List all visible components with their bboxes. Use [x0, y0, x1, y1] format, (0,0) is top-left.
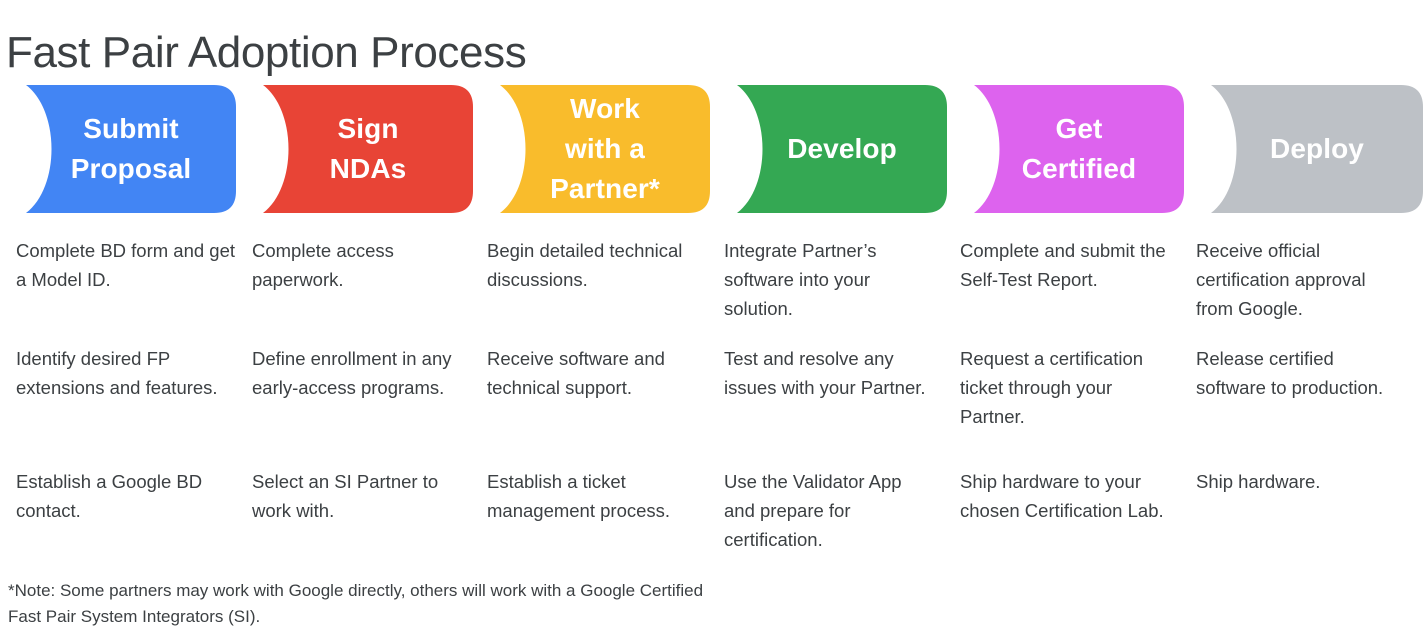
stage-banner-row: Submit Proposal Sign NDAs Work with a Part… [0, 85, 1423, 213]
stage-banner-sign-ndas[interactable]: Sign NDAs [237, 85, 473, 213]
stage-banner-shape-deploy [1185, 85, 1423, 213]
stage-banner-get-certified[interactable]: Get Certified [948, 85, 1184, 213]
detail-item-work-with-a-partner-3: Establish a ticket management process. [487, 471, 671, 521]
detail-item-sign-ndas-1: Complete access paperwork. [252, 240, 394, 290]
detail-item-submit-proposal-2: Identify desired FP extensions and featu… [16, 348, 218, 398]
stage-banner-shape-submit-proposal [0, 85, 236, 213]
detail-item-get-certified-2: Request a certification ticket through y… [960, 348, 1144, 427]
stage-banner-label-deploy: Deploy [1270, 133, 1364, 164]
detail-item-develop-1: Integrate Partner’s software into your s… [724, 240, 877, 319]
stage-banner-shape-develop [711, 85, 947, 213]
detail-item-develop-3: Use the Validator App and prepare for ce… [724, 471, 902, 550]
stage-banner-work-with-a-partner[interactable]: Work with a Partner* [474, 85, 710, 213]
detail-item-submit-proposal-3: Establish a Google BD contact. [16, 471, 203, 521]
detail-item-deploy-1: Receive official certification approval … [1196, 240, 1366, 319]
footnote-note: *Note: Some partners may work with Googl… [8, 581, 704, 626]
detail-item-work-with-a-partner-1: Begin detailed technical discussions. [487, 240, 683, 290]
detail-item-get-certified-1: Complete and submit the Self-Test Report… [960, 240, 1166, 290]
detail-item-work-with-a-partner-2: Receive software and technical support. [487, 348, 665, 398]
detail-item-deploy-3: Ship hardware. [1196, 471, 1321, 492]
stage-banner-shape-work-with-a-partner [474, 85, 710, 213]
stage-banner-develop[interactable]: Develop [711, 85, 947, 213]
detail-item-deploy-2: Release certified software to production… [1196, 348, 1384, 398]
stage-banner-label-submit-proposal: Submit Proposal [70, 113, 192, 184]
detail-item-sign-ndas-3: Select an SI Partner to work with. [252, 471, 439, 521]
detail-item-submit-proposal-1: Complete BD form and get a Model ID. [16, 240, 236, 290]
stage-banner-label-work-with-a-partner: Work with a Partner* [550, 93, 660, 204]
detail-item-sign-ndas-2: Define enrollment in any early-access pr… [252, 348, 452, 398]
stage-banner-submit-proposal[interactable]: Submit Proposal [0, 85, 236, 213]
stage-banner-label-sign-ndas: Sign NDAs [329, 113, 407, 184]
stage-banner-shape-sign-ndas [237, 85, 473, 213]
detail-item-develop-2: Test and resolve any issues with your Pa… [724, 348, 926, 398]
page-title: Fast Pair Adoption Process [6, 28, 527, 78]
stage-banner-shape-get-certified [948, 85, 1184, 213]
stage-banner-deploy[interactable]: Deploy [1185, 85, 1423, 213]
detail-item-get-certified-3: Ship hardware to your chosen Certificati… [960, 471, 1164, 521]
stage-banner-label-develop: Develop [787, 133, 897, 164]
stage-banner-label-get-certified: Get Certified [1021, 113, 1137, 184]
